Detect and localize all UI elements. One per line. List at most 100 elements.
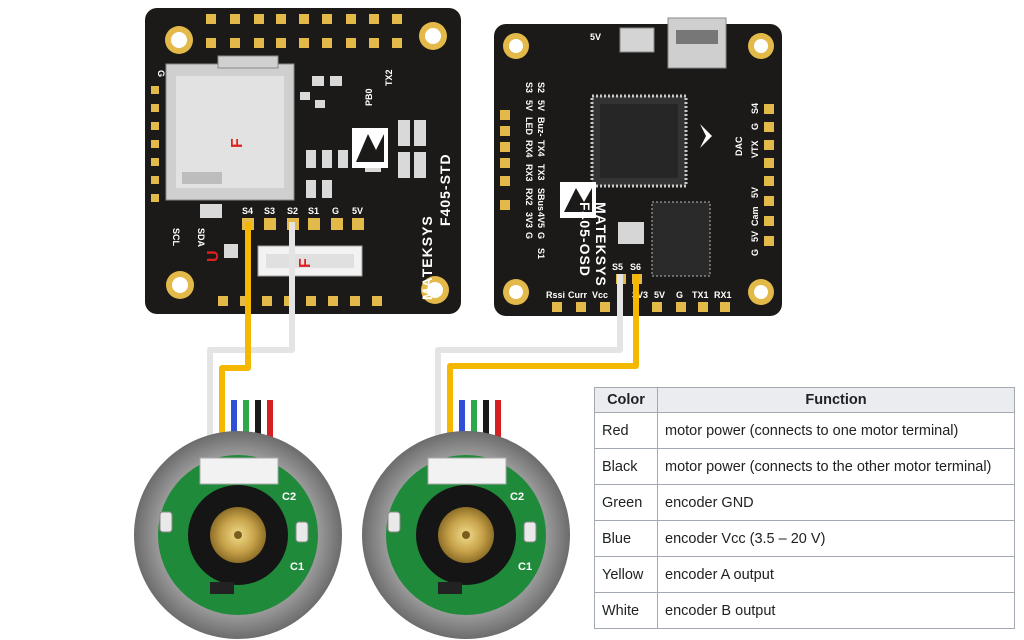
cell-color: Blue — [594, 520, 658, 557]
signal-wires — [207, 222, 639, 400]
b2-right-label: VTX — [750, 140, 760, 158]
b2-pad-label: 3V3 — [632, 290, 648, 300]
b2-right-labels: DAC VTX G S4 5V Cam 5V G — [734, 103, 760, 256]
b2-pad-label: RX1 — [714, 290, 732, 300]
b2-left-label-row1: S3 5V LED RX4 RX3 RX2 3V3 G — [524, 82, 534, 239]
table-row: Yellow encoder A output — [594, 556, 1015, 593]
b1-brand-label: MATEKSYS — [419, 215, 435, 300]
b1-pad-label: S1 — [308, 206, 319, 216]
b2-row1-label: G — [524, 232, 534, 239]
b2-row2-label: 4V5 — [536, 212, 546, 228]
b2-model-label: F405-OSD — [577, 202, 593, 277]
b1-model-label: F405-STD — [437, 153, 453, 226]
usb-port — [667, 17, 727, 69]
table-row: White encoder B output — [594, 592, 1015, 629]
cell-color: Black — [594, 448, 658, 485]
crystal — [618, 222, 644, 244]
b2-right-label: 5V — [750, 231, 760, 242]
cell-function: encoder A output — [657, 556, 1015, 593]
b2-row2-label: Buz- — [536, 117, 546, 137]
b2-row2-label: S1 — [536, 248, 546, 259]
cell-color: White — [594, 592, 658, 629]
b2-right-label: G — [750, 249, 760, 256]
cap-label: C1 — [290, 561, 304, 573]
encoder-connector — [199, 457, 279, 485]
encoder-motor-right: C2 C1 — [362, 400, 570, 639]
b2-row2-label: G — [536, 232, 546, 239]
top-pads — [206, 14, 402, 48]
yellow-wire-right — [447, 274, 639, 400]
mcu-chip — [590, 94, 688, 188]
b1-side-label: TX2 — [384, 69, 394, 86]
red-marker: F — [297, 258, 314, 268]
b1-side-label: G — [156, 70, 166, 77]
red-marker: F — [229, 138, 246, 148]
smd-components — [200, 76, 426, 276]
b2-pad-label-s5: S5 — [612, 262, 623, 272]
b2-row2-label: SBus — [536, 188, 546, 211]
b2-row1-label: RX4 — [524, 140, 534, 158]
b2-pad-label: Vcc — [592, 290, 608, 300]
cap-label: C2 — [282, 491, 296, 503]
boot-button — [619, 27, 655, 53]
b2-pad-label: Rssi — [546, 290, 565, 300]
b2-right-label: DAC — [734, 136, 744, 156]
cap-label: C2 — [510, 491, 524, 503]
table-row: Blue encoder Vcc (3.5 – 20 V) — [594, 520, 1015, 557]
b1-pad-label: G — [332, 206, 339, 216]
sd-card-slot — [165, 55, 295, 201]
flight-controller-f405-std: F F U S4 S3 S2 S1 G 5V PB0 TX2 G SCL SDA… — [145, 8, 461, 314]
b2-row1-label: 5V — [524, 100, 534, 111]
b1-pad-label: S2 — [287, 206, 298, 216]
white-wire-right — [435, 274, 623, 400]
b1-side-label: PB0 — [364, 88, 374, 106]
cell-color: Green — [594, 484, 658, 521]
cell-function: motor power (connects to the other motor… — [657, 448, 1015, 485]
b2-row1-label: RX2 — [524, 188, 534, 206]
b2-right-label: 5V — [750, 187, 760, 198]
arrow-marker — [700, 124, 712, 148]
b2-row2-label: S2 — [536, 82, 546, 93]
table-row: Green encoder GND — [594, 484, 1015, 521]
mateksys-logo — [352, 128, 388, 168]
header-color: Color — [594, 387, 658, 413]
header-function: Function — [657, 387, 1015, 413]
b2-top-label: 5V — [590, 32, 601, 42]
red-marker: U — [205, 250, 222, 262]
mounting-holes — [165, 22, 449, 304]
mounting-holes — [503, 33, 774, 305]
table-row: Red motor power (connects to one motor t… — [594, 412, 1015, 449]
b1-side-label: SCL — [171, 228, 181, 247]
osd-chip — [651, 201, 711, 277]
cell-color: Red — [594, 412, 658, 449]
cell-function: encoder GND — [657, 484, 1015, 521]
b2-row1-label: RX3 — [524, 164, 534, 182]
b1-pad-label: S4 — [242, 206, 253, 216]
cell-color: Yellow — [594, 556, 658, 593]
b1-side-label: SDA — [196, 228, 206, 248]
cap-label: C1 — [518, 561, 532, 573]
cell-function: motor power (connects to one motor termi… — [657, 412, 1015, 449]
side-pads — [151, 86, 159, 202]
cell-function: encoder Vcc (3.5 – 20 V) — [657, 520, 1015, 557]
b2-row1-label: 3V3 — [524, 212, 534, 228]
flight-controller-f405-osd: 5V Rssi Curr Vcc S5 S6 3V3 5V G TX1 RX1 … — [494, 17, 782, 316]
b2-left-label-row2: S2 5V Buz- TX4 TX3 SBus 4V5 G S1 — [536, 82, 546, 259]
b2-pad-label: Curr — [568, 290, 587, 300]
encoder-connector — [427, 457, 507, 485]
yellow-wire-left — [219, 222, 251, 400]
b2-pad-label: G — [676, 290, 683, 300]
b2-right-label: Cam — [750, 206, 760, 226]
b2-brand-label: MATEKSYS — [593, 202, 609, 287]
b2-right-label: S4 — [750, 103, 760, 114]
b1-pad-label: 5V — [352, 206, 363, 216]
table-row: Black motor power (connects to the other… — [594, 448, 1015, 485]
table-header-row: Color Function — [594, 387, 1015, 413]
b2-row2-label: TX3 — [536, 164, 546, 181]
b2-pad-label: 5V — [654, 290, 665, 300]
b2-pad-label-s6: S6 — [630, 262, 641, 272]
b1-pad-label: S3 — [264, 206, 275, 216]
b2-row1-label: LED — [524, 117, 534, 136]
b2-pad-label: TX1 — [692, 290, 709, 300]
